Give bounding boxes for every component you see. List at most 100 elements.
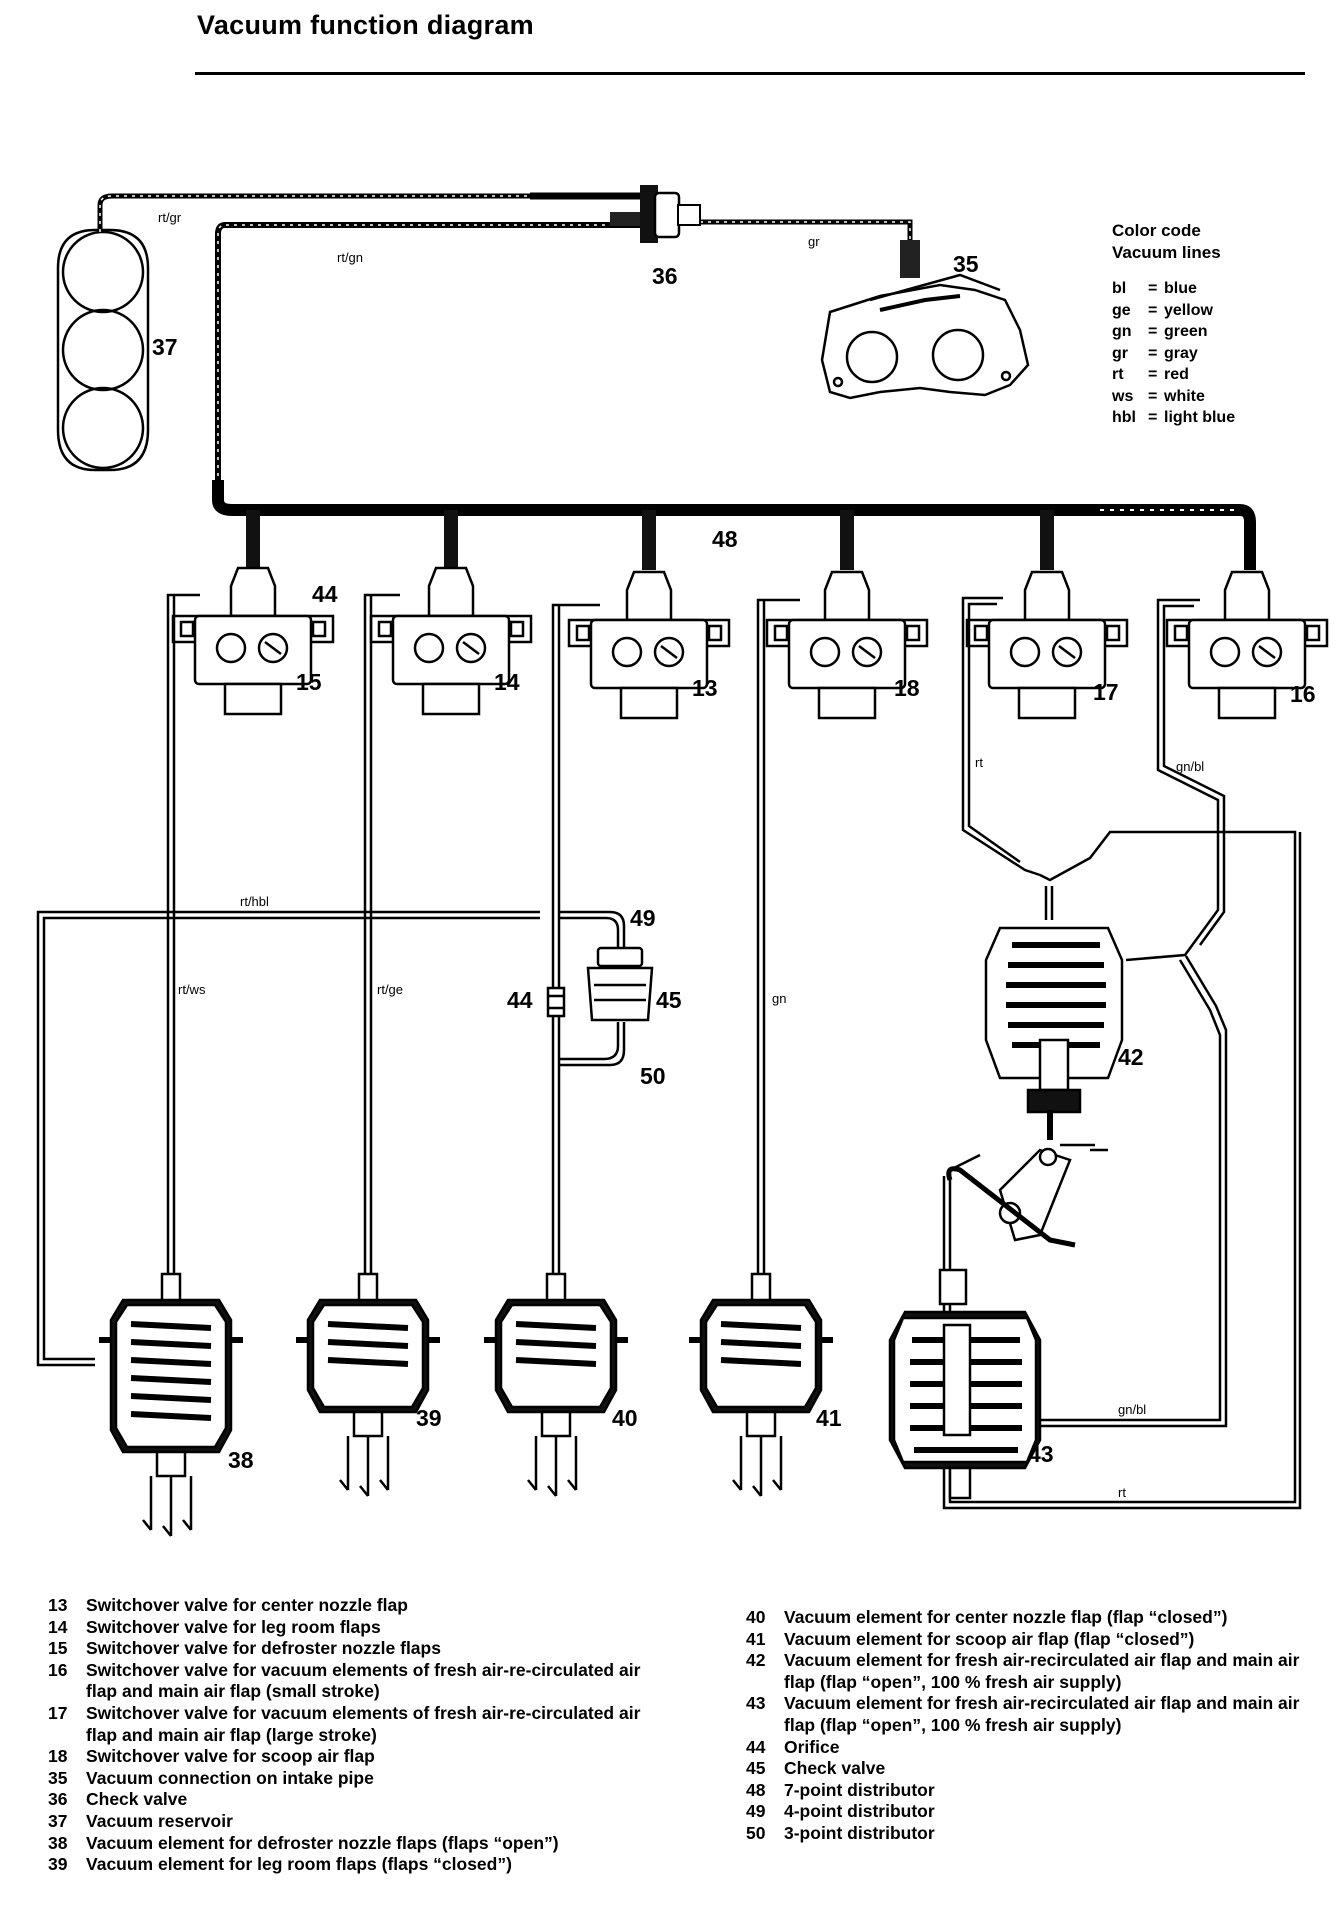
legend-number: 39 <box>48 1854 68 1875</box>
legend-item: 45 Check valve <box>746 1758 1326 1780</box>
legend-number: 50 <box>746 1822 766 1843</box>
vacuum-element-38 <box>99 1272 243 1537</box>
legend-text: 3-point distributor <box>784 1822 935 1843</box>
legend-number: 13 <box>48 1595 68 1615</box>
vacuum-element-39 <box>296 1272 440 1497</box>
legend-number: 42 <box>746 1650 766 1671</box>
switchover-valve-15 <box>171 566 335 716</box>
color-code-abbrev: rt <box>1112 366 1124 383</box>
color-code-meaning: blue <box>1164 280 1197 297</box>
color-code-abbrev: hbl <box>1112 409 1136 426</box>
legend-text: Switchover valve for defroster nozzle fl… <box>86 1638 441 1659</box>
legend-text: Vacuum element for fresh air-recirculate… <box>784 1650 1300 1692</box>
legend-number: 48 <box>746 1779 766 1800</box>
legend-item: 15 Switchover valve for defroster nozzle … <box>48 1638 648 1660</box>
vacuum-element-41 <box>689 1272 833 1497</box>
equals-sign: = <box>1148 301 1158 319</box>
color-code-meaning: light blue <box>1164 409 1236 426</box>
lever-linkage <box>946 1147 1076 1248</box>
switchover-valves <box>171 566 1329 720</box>
legend-number: 43 <box>746 1693 766 1714</box>
legend-number: 15 <box>48 1638 68 1659</box>
color-code-abbrev: ge <box>1112 301 1131 319</box>
legend-number: 37 <box>48 1810 68 1831</box>
legend-text: Check valve <box>784 1758 886 1779</box>
label-49: 49 <box>630 905 656 931</box>
label-50: 50 <box>640 1063 666 1089</box>
legend-item: 48 7-point distributor <box>746 1780 1326 1802</box>
label-36: 36 <box>652 263 678 289</box>
label-13: 13 <box>692 675 718 701</box>
legend-text: Orifice <box>784 1736 840 1757</box>
label-40: 40 <box>612 1405 638 1431</box>
vacuum-elements <box>99 1272 833 1537</box>
legend-text: 4-point distributor <box>784 1801 935 1822</box>
equals-sign: = <box>1148 366 1158 383</box>
line-label-rt-gn: rt/gn <box>337 250 363 265</box>
line-label-gn-bl-upper: gn/bl <box>1176 759 1204 774</box>
line-label-rt-ws: rt/ws <box>178 982 206 997</box>
label-44: 44 <box>507 987 533 1013</box>
legend-number: 38 <box>48 1832 68 1853</box>
legend-item: 50 3-point distributor <box>746 1823 1326 1845</box>
legend-item: 37 Vacuum reservoir <box>48 1811 648 1833</box>
legend-text: Vacuum element for center nozzle flap (f… <box>784 1607 1228 1627</box>
legend-text: Vacuum element for defroster nozzle flap… <box>86 1832 559 1853</box>
line-label-gn-bl-lower: gn/bl <box>1118 1402 1146 1417</box>
label-42: 42 <box>1118 1044 1144 1070</box>
legend-text: Switchover valve for leg room flaps <box>86 1616 381 1637</box>
page-title: Vacuum function diagram <box>197 10 534 40</box>
legend-text: Switchover valve for vacuum elements of … <box>86 1702 641 1745</box>
legend-item: 41 Vacuum element for scoop air flap (fla… <box>746 1629 1326 1651</box>
legend-number: 41 <box>746 1628 766 1649</box>
legend-item: 16 Switchover valve for vacuum elements o… <box>48 1660 648 1703</box>
legend-text: 7-point distributor <box>784 1779 935 1800</box>
legend-number: 49 <box>746 1801 766 1822</box>
vacuum-element-40 <box>484 1272 628 1497</box>
legend-item: 38 Vacuum element for defroster nozzle fl… <box>48 1833 648 1855</box>
legend-number: 17 <box>48 1702 68 1723</box>
check-valve-36 <box>610 185 701 243</box>
label-43: 43 <box>1028 1441 1054 1467</box>
intake-pipe-35 <box>820 273 1030 400</box>
legend-item: 49 4-point distributor <box>746 1801 1326 1823</box>
label-17: 17 <box>1093 679 1119 705</box>
color-code-row: rt=red <box>1112 364 1235 386</box>
legend-text: Switchover valve for vacuum elements of … <box>86 1659 641 1702</box>
color-code-row: ge=yellow <box>1112 300 1235 322</box>
equals-sign: = <box>1148 387 1158 405</box>
legend-text: Vacuum reservoir <box>86 1810 233 1831</box>
color-code-row: bl=blue <box>1112 278 1235 300</box>
color-code-row: gr=gray <box>1112 343 1235 365</box>
vacuum-reservoir-37 <box>56 228 150 472</box>
legend-text: Vacuum connection on intake pipe <box>86 1767 374 1788</box>
line-label-rt-ge: rt/ge <box>377 982 403 997</box>
legend-number: 45 <box>746 1758 766 1779</box>
vacuum-element-42 <box>984 926 1124 1152</box>
line-label-gr: gr <box>808 234 820 249</box>
color-code-abbrev: gn <box>1112 323 1132 340</box>
legend-text: Check valve <box>86 1789 188 1810</box>
legend-number: 18 <box>48 1746 68 1767</box>
diagram-labels: 37 36 35 48 15 14 13 18 17 16 44 49 44 4… <box>152 210 1316 1500</box>
equals-sign: = <box>1148 323 1158 340</box>
distributor-48 <box>212 480 1256 570</box>
legend-number: 16 <box>48 1659 68 1680</box>
color-code-abbrev: ws <box>1112 387 1134 405</box>
color-code-row: hbl = light blue <box>1112 407 1235 429</box>
label-14: 14 <box>494 669 520 695</box>
label-16: 16 <box>1290 681 1316 707</box>
legend-text: Vacuum element for scoop air flap (flap … <box>784 1628 1195 1649</box>
color-code-row: ws=white <box>1112 386 1235 408</box>
legend-item: 17 Switchover valve for vacuum elements o… <box>48 1703 648 1746</box>
equals-sign: = <box>1148 409 1158 426</box>
